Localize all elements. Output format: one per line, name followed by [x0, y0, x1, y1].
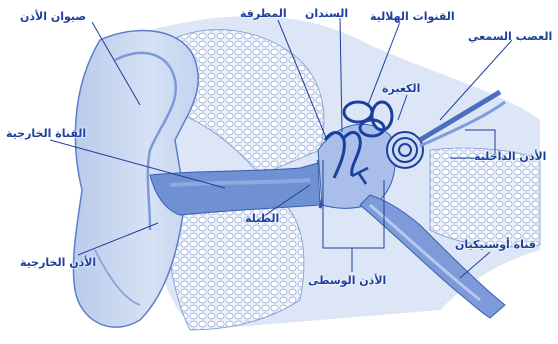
label-stapes: السندان [305, 7, 348, 20]
label-eardrum: الطبلة [245, 212, 279, 225]
label-semicircular-canals: القنوات الهلالية [370, 10, 455, 23]
label-auditory-nerve: العصب السمعي [468, 30, 552, 43]
label-outer-ear: الأذن الخارجية [20, 256, 96, 269]
label-malleus: المطرقة [240, 7, 287, 20]
label-external-canal: القناة الخارجية [6, 127, 86, 140]
label-middle-ear: الأذن الوسطى [308, 274, 386, 287]
cochlea [387, 132, 423, 168]
label-inner-ear: الأذن الداخلية [474, 150, 546, 163]
label-eustachian-tube: قناة أوستيكيان [455, 238, 536, 251]
label-ear-lobe: صيوان الأذن [20, 10, 86, 23]
label-incus: الكعبرة [382, 82, 420, 95]
